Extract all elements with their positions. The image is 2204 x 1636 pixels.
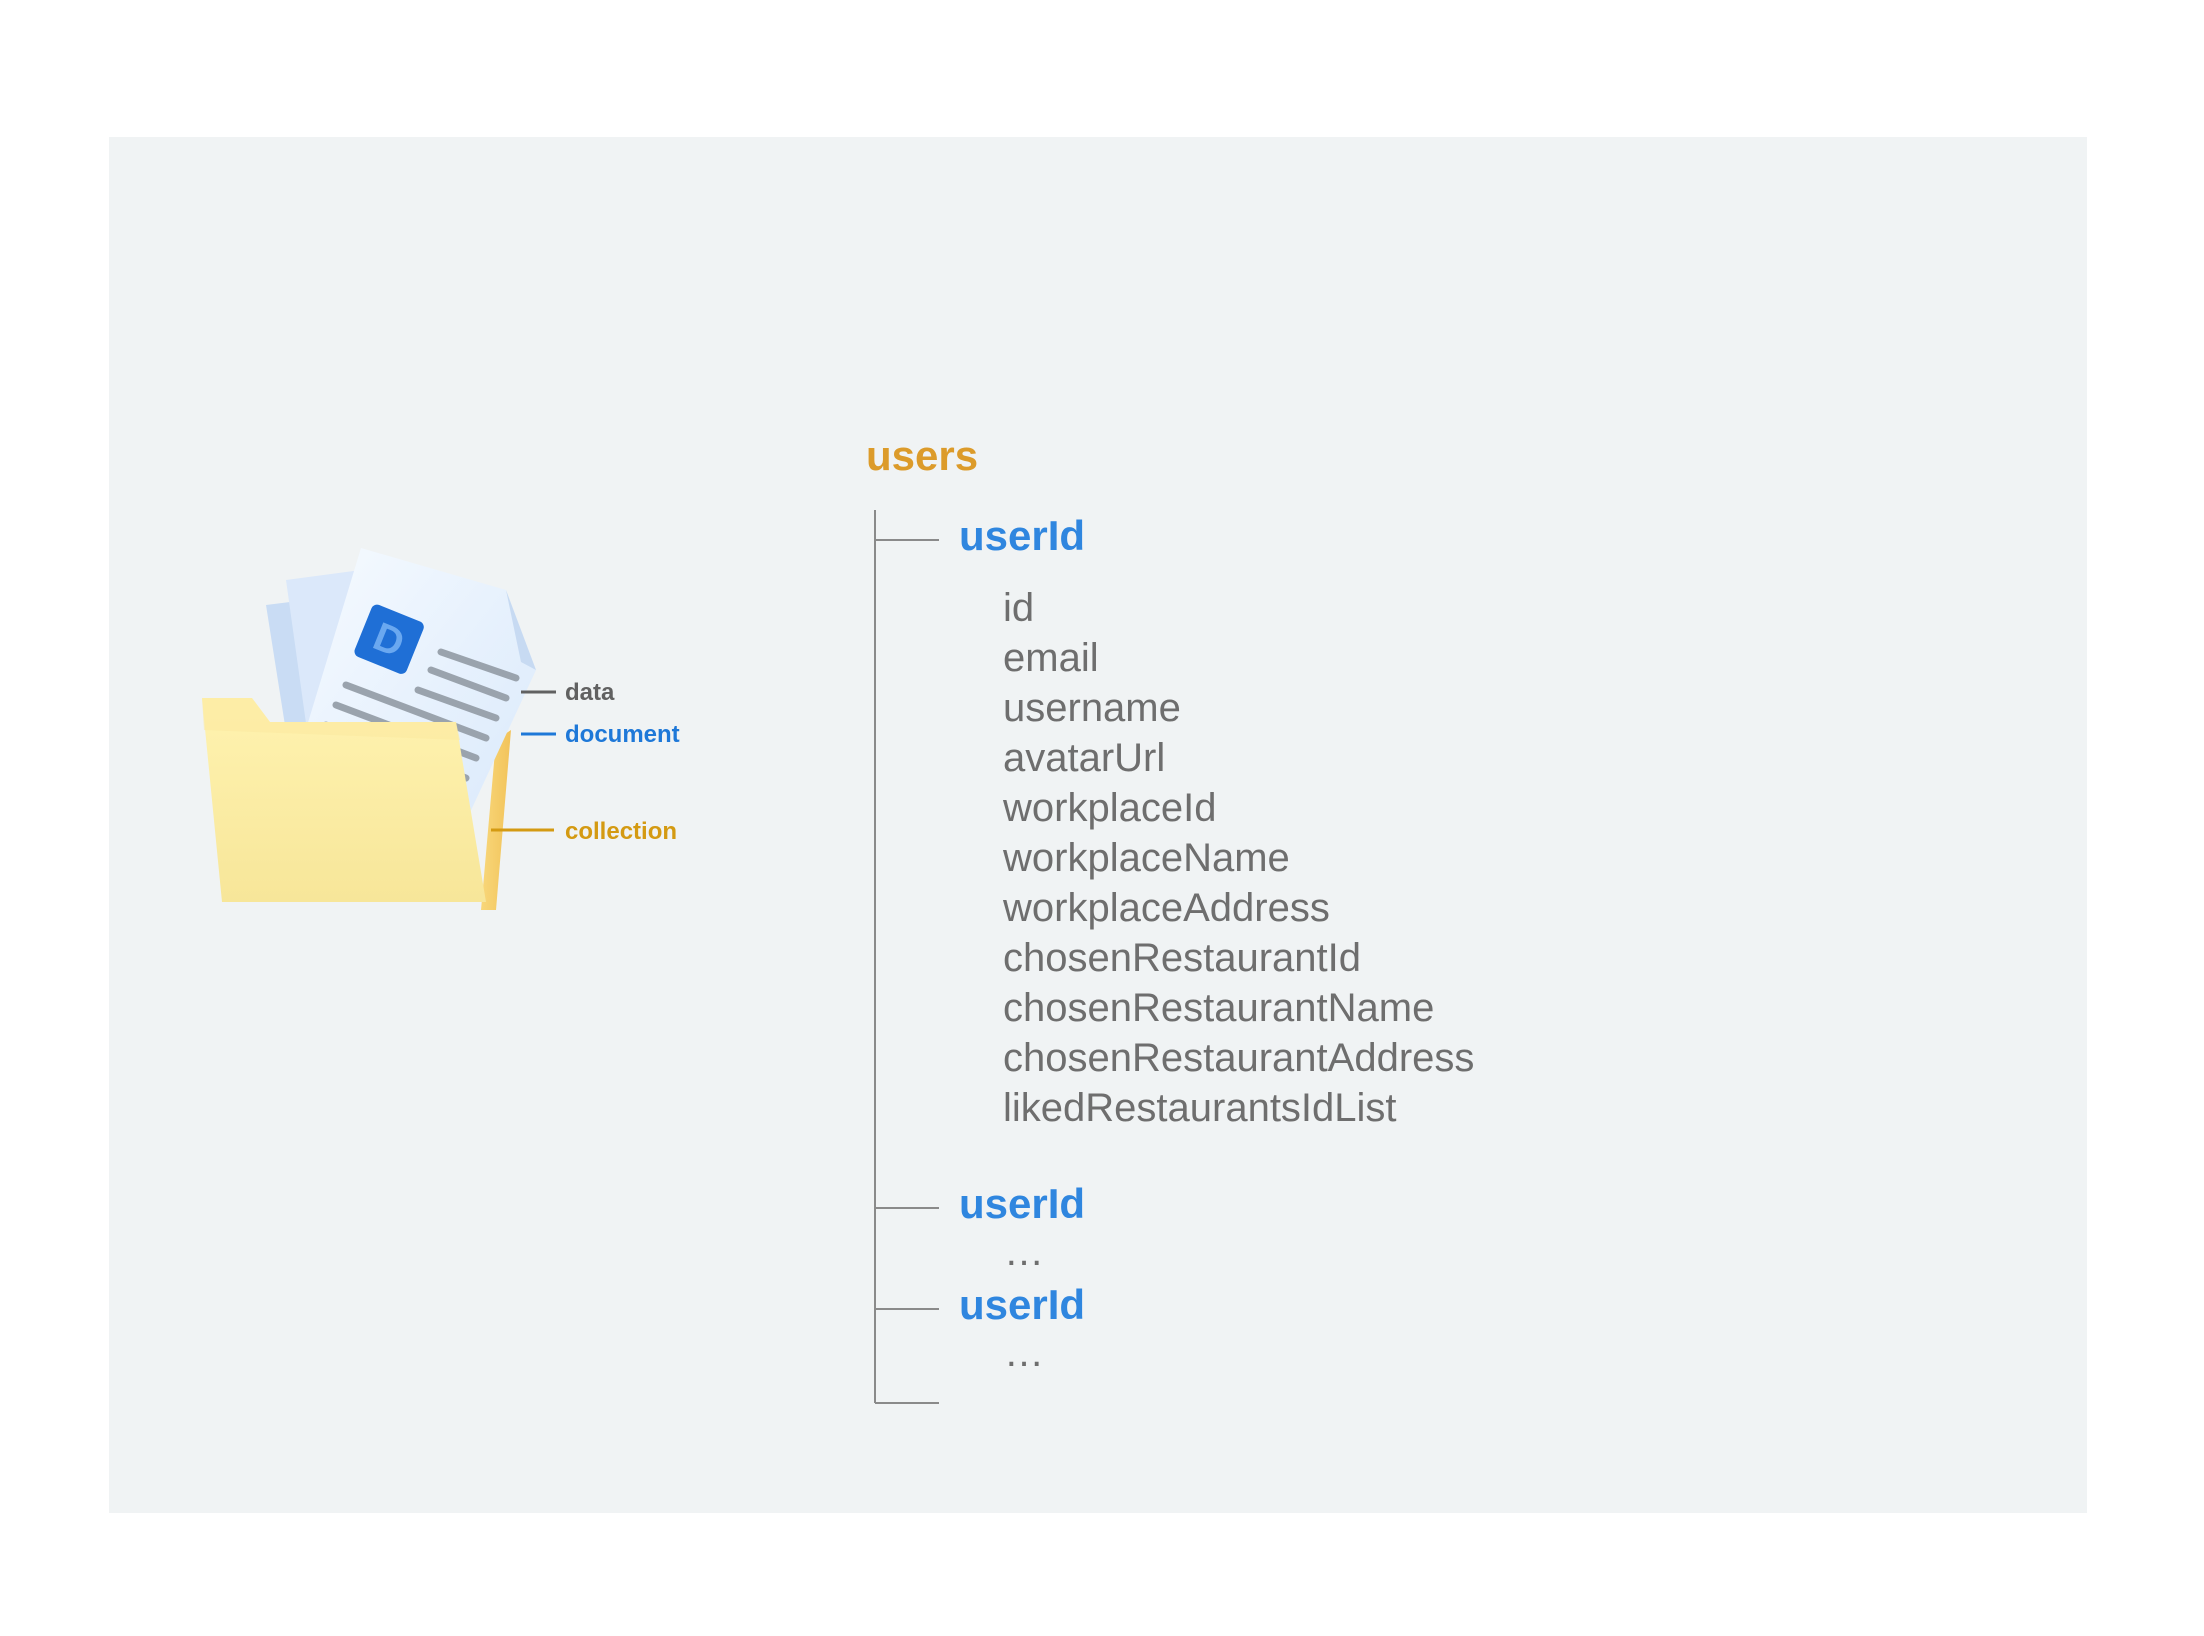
field-item: email bbox=[1003, 636, 1099, 680]
field-item: chosenRestaurantId bbox=[1003, 936, 1362, 980]
document-name: userId bbox=[959, 1180, 1086, 1227]
legend-collection-label: collection bbox=[565, 818, 678, 845]
field-item: username bbox=[1003, 686, 1181, 730]
field-item: id bbox=[1003, 586, 1035, 630]
field-item: workplaceAddress bbox=[1003, 886, 1330, 930]
folder-with-documents-icon: D bbox=[202, 548, 556, 910]
field-item: avatarUrl bbox=[1003, 736, 1166, 780]
document-name: userId bbox=[959, 512, 1086, 559]
legend-document-label: document bbox=[565, 721, 680, 748]
field-item: chosenRestaurantName bbox=[1003, 986, 1435, 1030]
document-name: userId bbox=[959, 1281, 1086, 1328]
more-fields-ellipsis: … bbox=[1004, 1331, 1048, 1375]
field-item: workplaceName bbox=[1003, 836, 1290, 880]
document-field-list: id email username avatarUrl workplaceId … bbox=[1003, 583, 1474, 1133]
field-item: chosenRestaurantAddress bbox=[1003, 1036, 1475, 1080]
more-fields-ellipsis: … bbox=[1004, 1230, 1048, 1274]
collection-name: users bbox=[866, 432, 979, 479]
legend-data-label: data bbox=[565, 679, 615, 706]
field-item: workplaceId bbox=[1003, 786, 1217, 830]
field-item: likedRestaurantsIdList bbox=[1003, 1086, 1397, 1130]
